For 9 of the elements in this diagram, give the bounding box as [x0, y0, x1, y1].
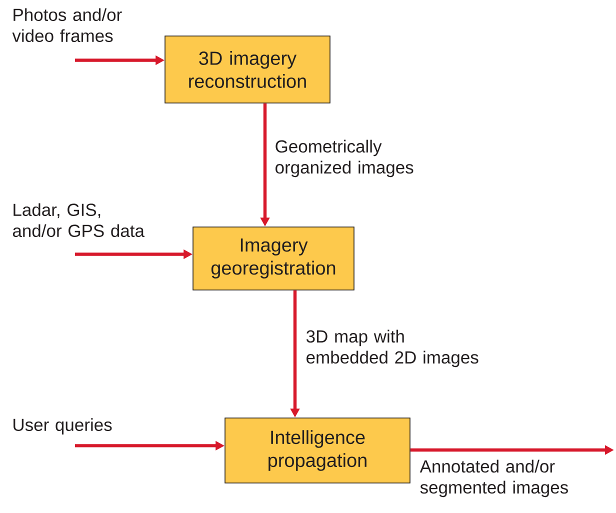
input-label: User queries	[14, 418, 112, 434]
process-box: 3D imagery reconstruction	[164, 36, 330, 104]
process-box: Intelligence propagation	[224, 418, 410, 484]
edge-label: Annotated and/or segmented images	[420, 460, 568, 498]
process-box: Imagery georegistration	[192, 226, 354, 290]
edge-label: Geometrically organized images	[276, 140, 414, 178]
input-label: Photos and/or video frames	[12, 8, 122, 42]
input-label: Ladar, GIS, and/or GPS data	[12, 203, 144, 238]
edge-label: 3D map with embedded 2D images	[306, 330, 478, 368]
